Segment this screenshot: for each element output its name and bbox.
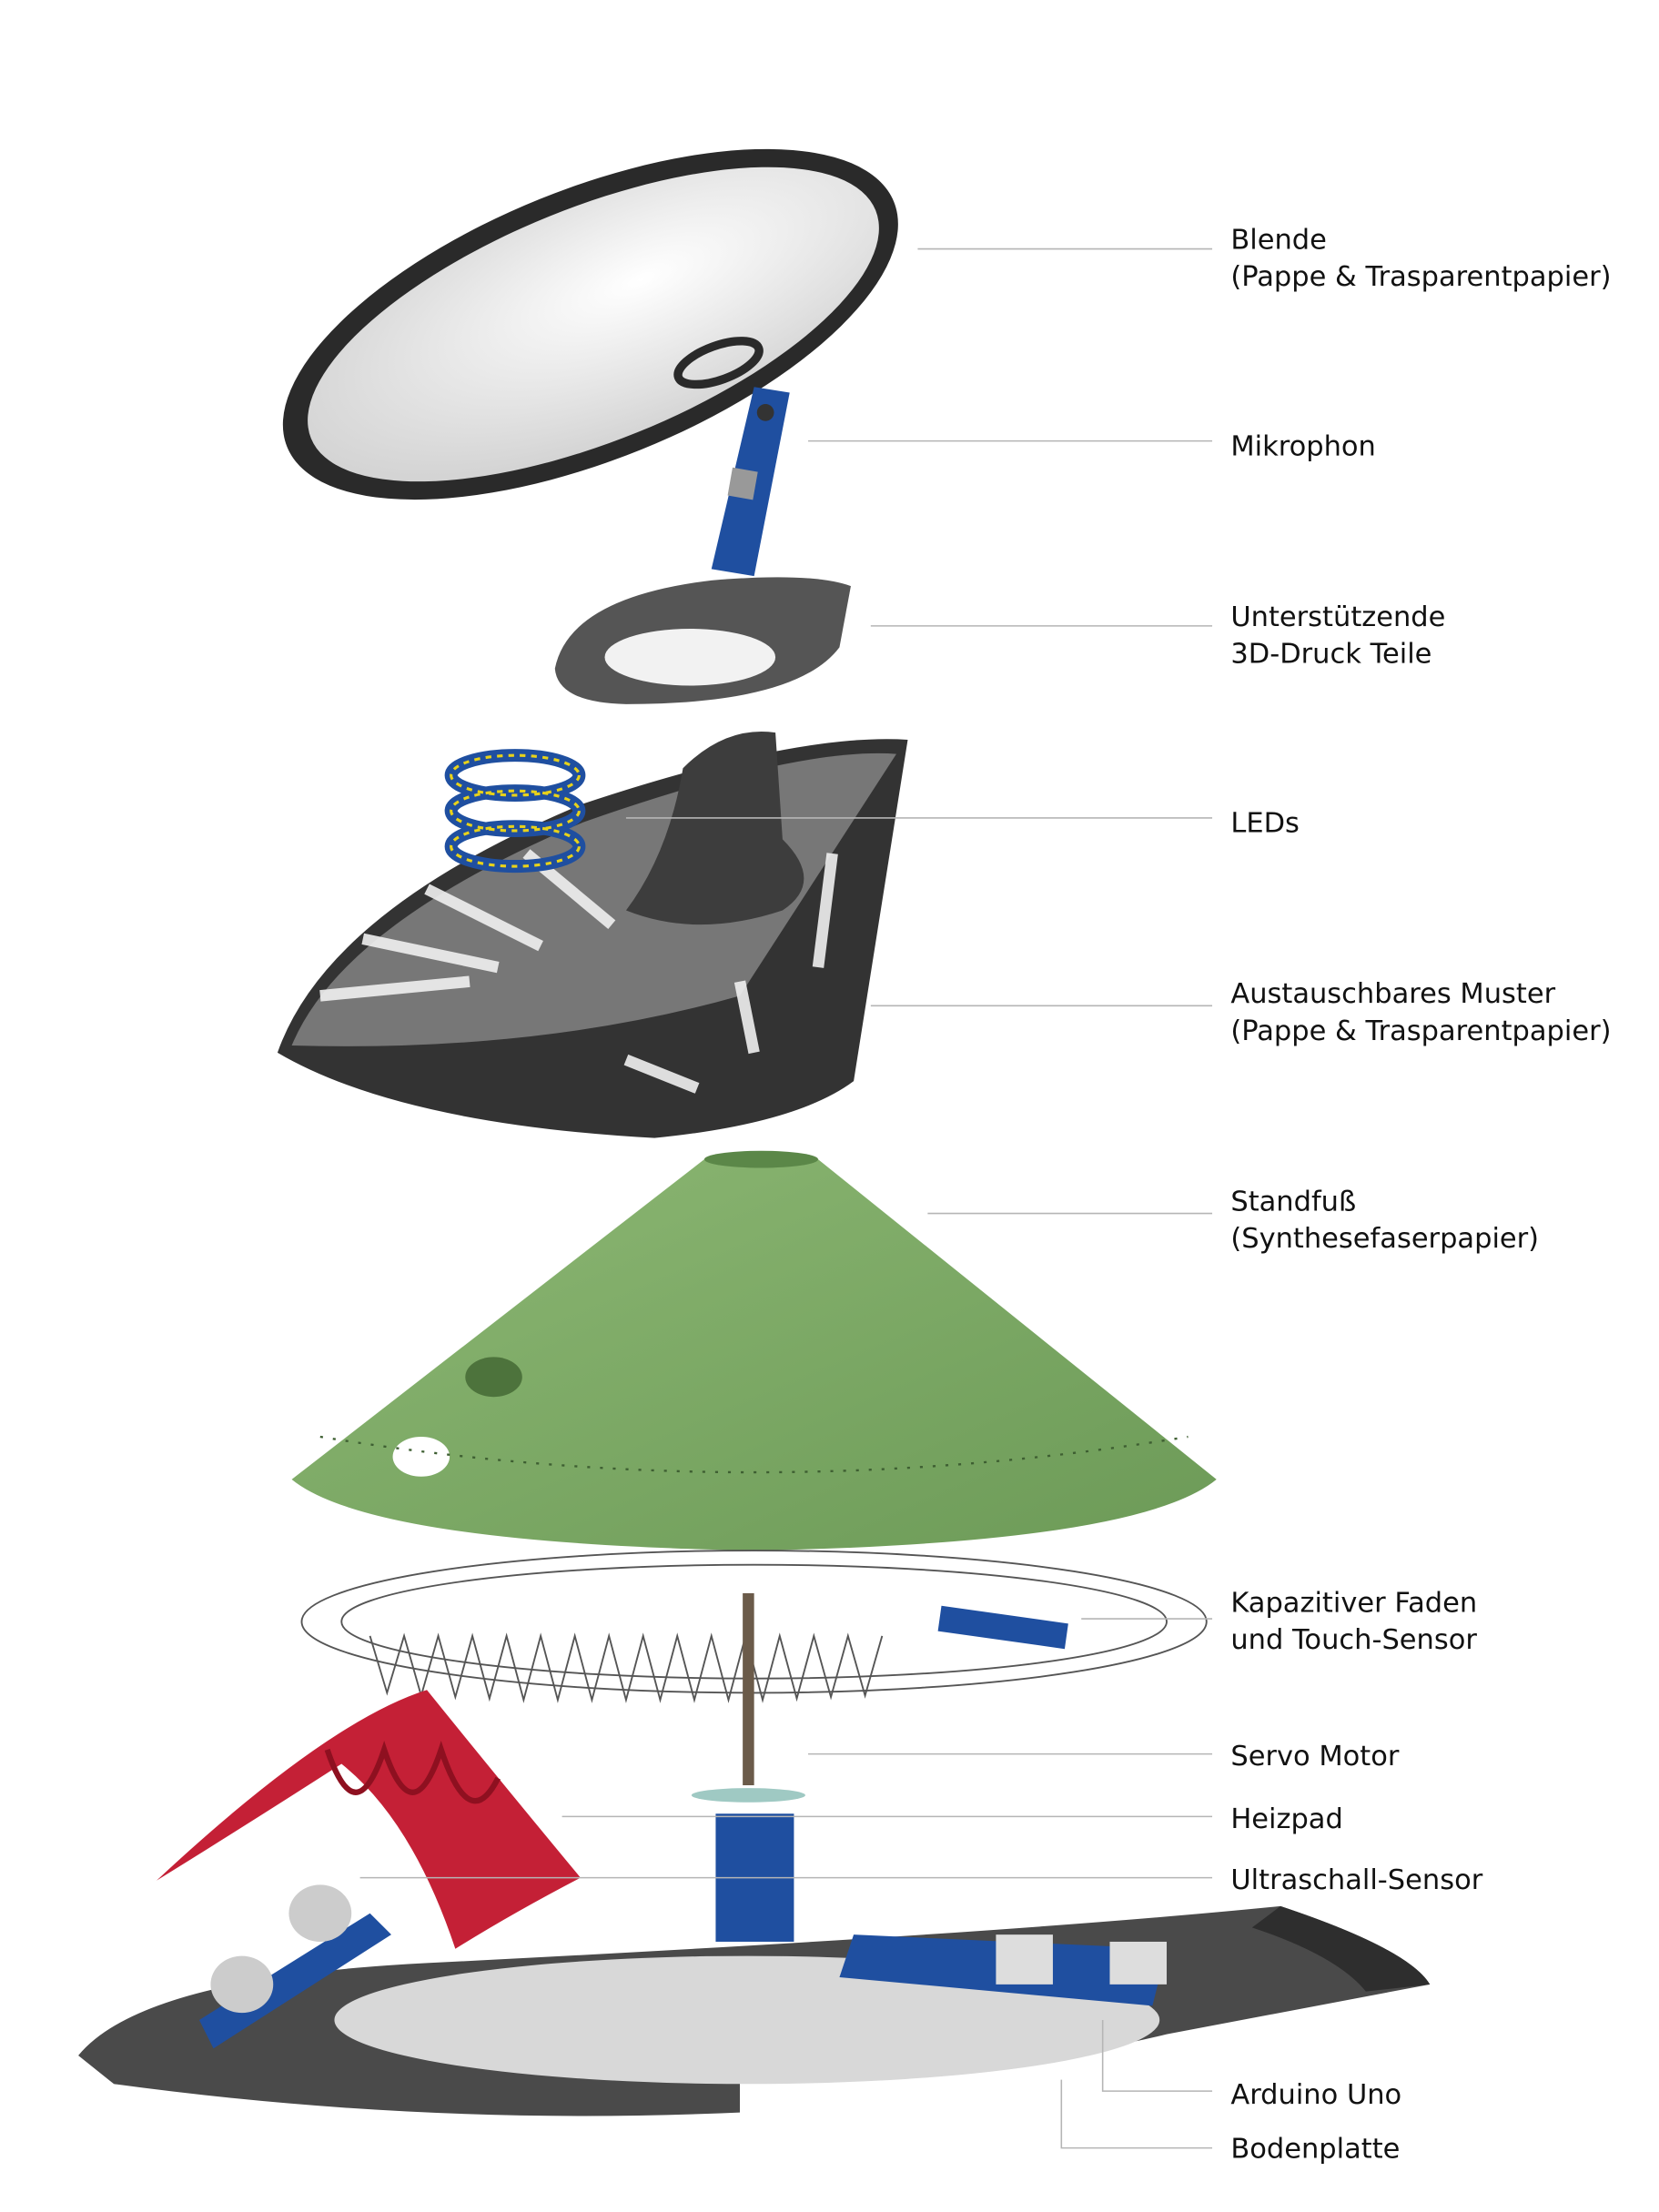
label-faden: Kapazitiver Faden und Touch-Sensor — [1230, 1587, 1485, 1656]
label-heizpad: Heizpad — [1230, 1803, 1342, 1835]
label-standfuss: Standfuß (Synthesefaserpapier) — [1230, 1186, 1539, 1255]
standfuss-part — [291, 1150, 1217, 1551]
ultraschall-part — [198, 1884, 391, 2049]
label-servo: Servo Motor — [1230, 1741, 1399, 1773]
label-muster: Austauschbares Muster (Pappe & Trasparen… — [1230, 978, 1611, 1047]
label-mikrophon: Mikrophon — [1230, 430, 1376, 462]
leader-lines — [359, 247, 1213, 2149]
arduino-part — [839, 1934, 1168, 2006]
blende-part — [282, 148, 898, 500]
label-arduino: Arduino Uno — [1230, 2079, 1401, 2111]
heizpad-part — [157, 1690, 581, 1949]
muster-part — [277, 732, 908, 1138]
label-blende: Blende (Pappe & Trasparentpapier) — [1230, 225, 1611, 294]
label-bodenplatte: Bodenplatte — [1230, 2134, 1400, 2166]
mikrophon-part — [711, 387, 790, 577]
leds-part — [444, 749, 586, 874]
stuetzteile-part — [554, 577, 851, 704]
label-leds: LEDs — [1230, 808, 1300, 840]
label-stuetzteile: Unterstützende 3D-Druck Teile — [1230, 601, 1454, 671]
label-ultraschall: Ultraschall-Sensor — [1230, 1864, 1482, 1896]
